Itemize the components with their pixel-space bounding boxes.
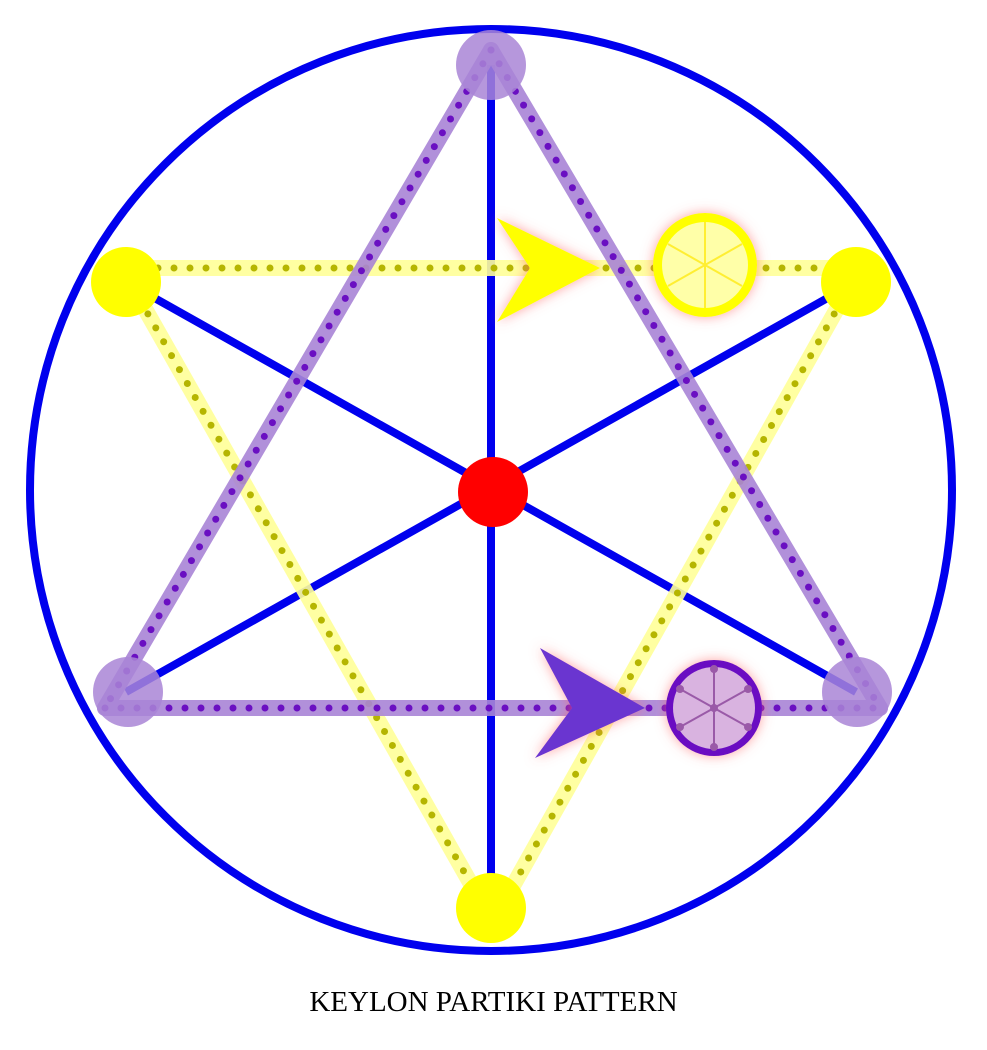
diagram-caption: KEYLON PARTIKI PATTERN — [309, 986, 678, 1018]
purple-wheel-icon — [666, 660, 762, 756]
purple-node-bottom-left — [93, 657, 163, 727]
purple-arrow-icon — [535, 648, 645, 758]
keylon-partiki-diagram — [26, 25, 956, 955]
yellow-node-bottom — [456, 873, 526, 943]
yellow-node-top-right — [821, 247, 891, 317]
lemon-slice-icon — [653, 213, 757, 317]
center-node — [458, 457, 528, 527]
purple-node-bottom-right — [822, 657, 892, 727]
outer-circle — [26, 25, 956, 955]
yellow-node-top-left — [91, 247, 161, 317]
purple-triangle — [97, 42, 888, 716]
purple-node-top — [456, 30, 526, 100]
yellow-arrow-icon — [497, 218, 600, 322]
